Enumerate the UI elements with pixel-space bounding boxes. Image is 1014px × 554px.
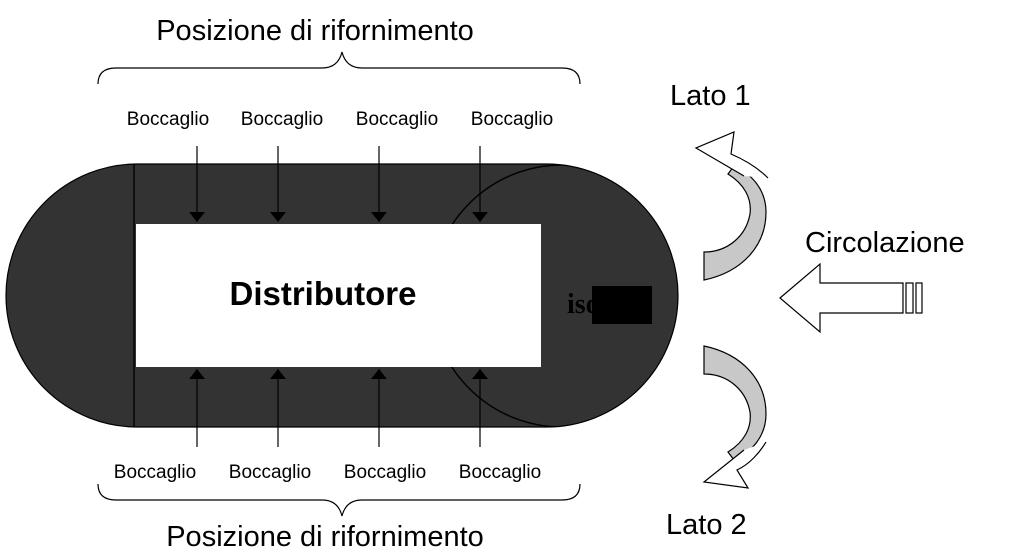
side2-curved-arrow xyxy=(702,345,767,489)
nozzle-label-bottom-3: Boccaglio xyxy=(344,462,426,483)
island-label: isola xyxy=(567,289,621,320)
island-label-background xyxy=(592,286,652,324)
circulation-arrow-tail-2 xyxy=(915,282,923,314)
side2-label: Lato 2 xyxy=(666,509,747,541)
dispenser-label: Distributore xyxy=(229,275,416,312)
side2-arrow-band xyxy=(703,345,767,461)
top-nozzle-arrows xyxy=(189,146,488,222)
top-position-label: Posizione di rifornimento xyxy=(156,15,474,47)
side1-curved-arrow xyxy=(694,131,769,281)
nozzle-label-top-4: Boccaglio xyxy=(471,109,553,130)
island-label-part1: i xyxy=(567,289,575,320)
circulation-label: Circolazione xyxy=(805,227,965,259)
dispenser-box xyxy=(136,224,541,367)
side1-arrow-head xyxy=(694,131,769,179)
circulation-arrow-tail-1 xyxy=(905,282,914,314)
circulation-arrow xyxy=(779,262,923,334)
top-brace xyxy=(97,51,581,85)
nozzle-label-top-1: Boccaglio xyxy=(127,109,209,130)
bottom-nozzle-labels: Boccaglio Boccaglio Boccaglio Boccaglio xyxy=(114,462,541,483)
side1-label: Lato 1 xyxy=(670,80,751,112)
top-nozzle-labels: Boccaglio Boccaglio Boccaglio Boccaglio xyxy=(127,109,553,130)
nozzle-label-bottom-4: Boccaglio xyxy=(459,462,541,483)
island-label-part2: sola xyxy=(575,289,622,320)
nozzle-label-top-2: Boccaglio xyxy=(241,109,323,130)
bottom-position-label: Posizione di rifornimento xyxy=(166,521,484,553)
nozzle-label-bottom-1: Boccaglio xyxy=(114,462,196,483)
side1-arrow-band xyxy=(703,165,767,281)
bottom-brace xyxy=(97,483,581,517)
bottom-nozzle-arrows xyxy=(189,369,488,447)
side2-arrow-head xyxy=(702,441,767,489)
nozzle-label-bottom-2: Boccaglio xyxy=(229,462,311,483)
circulation-arrow-body xyxy=(779,262,904,334)
nozzle-label-top-3: Boccaglio xyxy=(356,109,438,130)
